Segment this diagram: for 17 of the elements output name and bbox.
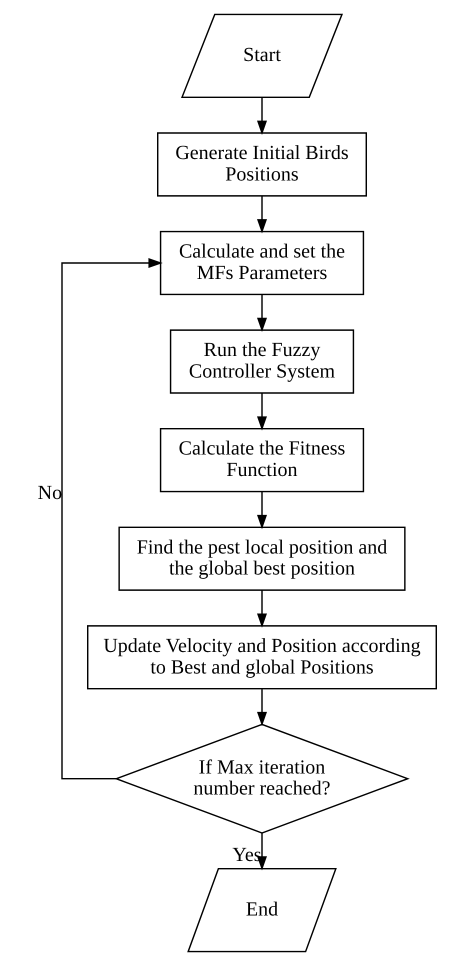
node-box: Calculate the Fitness Function	[160, 428, 364, 492]
arrow	[61, 258, 163, 780]
arrow	[257, 492, 267, 530]
arrow	[257, 689, 267, 726]
edge-label: No	[38, 482, 62, 504]
node-box: Run the Fuzzy Controller System	[170, 329, 354, 394]
arrow	[257, 294, 267, 332]
node-box: Calculate and set the MFs Parameters	[160, 230, 364, 296]
node-box: Find the pest local position and the global best position	[118, 526, 406, 591]
arrow	[257, 393, 267, 431]
node-box: Generate Initial Birds Positions	[157, 132, 367, 197]
node-box: Update Velocity and Position according to Best and global Positions	[87, 625, 437, 690]
arrow	[257, 196, 267, 234]
arrow	[257, 98, 267, 135]
node-diamond: If Max iteration number reached?	[114, 724, 410, 834]
arrow	[257, 590, 267, 628]
arrow	[257, 833, 267, 870]
